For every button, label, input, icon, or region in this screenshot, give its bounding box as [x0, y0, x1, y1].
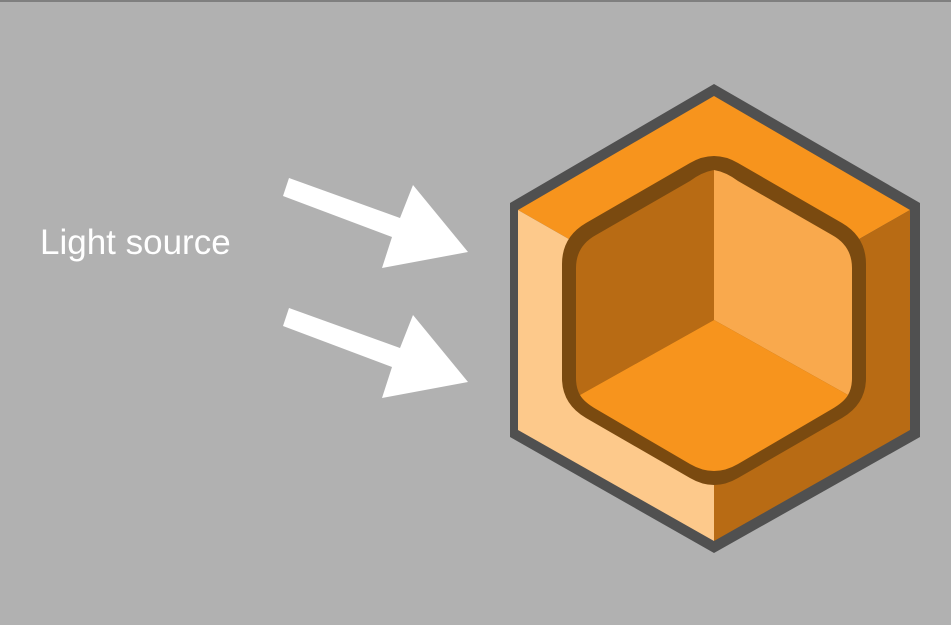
light-source-label: Light source: [40, 223, 231, 262]
arrow-right-icon: [283, 308, 468, 398]
inner-left-wall: [576, 170, 714, 395]
inner-floor: [580, 320, 848, 471]
top-rule: [0, 0, 951, 2]
arrow-right-icon: [283, 178, 468, 268]
inner-right-wall: [714, 170, 852, 395]
hexagon-cube-icon: [510, 84, 920, 553]
